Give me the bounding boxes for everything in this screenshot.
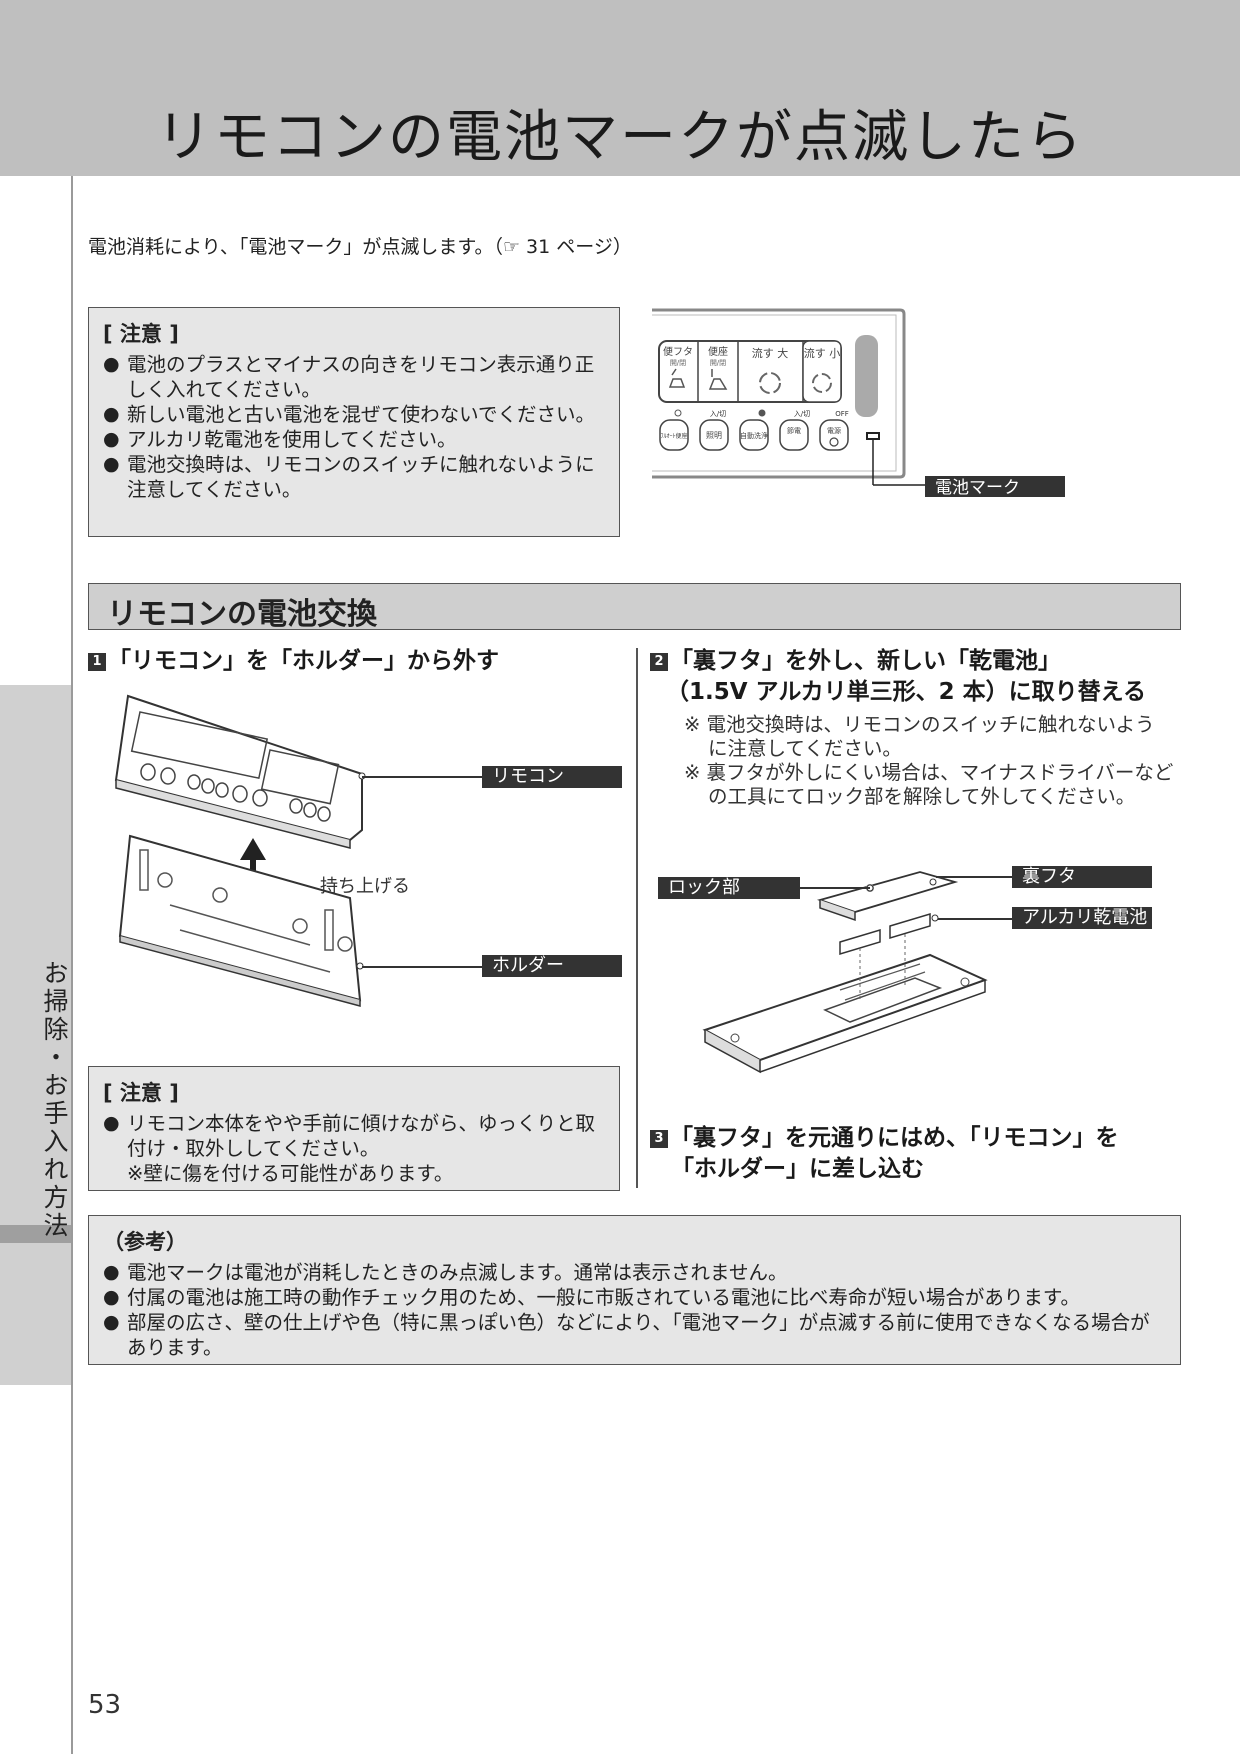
intro-text: 電池消耗により、「電池マーク」が点滅します。（☞ 31 ページ） xyxy=(88,236,632,258)
small-label: OFF xyxy=(835,410,849,418)
label-cover: 裏フタ xyxy=(1012,866,1152,888)
reference-item: 部屋の広さ、壁の仕上げや色（特に黒っぽい色）などにより、「電池マーク」が点滅する… xyxy=(103,1310,1166,1360)
side-tab xyxy=(0,685,71,1385)
caution-item: 電池のプラスとマイナスの向きをリモコン表示通り正しく入れてください。 xyxy=(103,352,605,402)
button-label: 照明 xyxy=(706,431,722,440)
step-1-heading: 1「リモコン」を「ホルダー」から外す xyxy=(88,646,499,677)
step-2-note: ※ 裏フタが外しにくい場合は、マイナスドライバーなどの工具にてロック部を解除して… xyxy=(684,761,1174,808)
leader-line xyxy=(800,887,870,889)
page-number: 53 xyxy=(88,1690,122,1720)
power-icon xyxy=(829,437,839,447)
step-2-line-2: （1.5V アルカリ単三形、2 本）に取り替える xyxy=(666,679,1146,705)
remote-control-panel-illustration: 便フタ 開/閉 便座 開/閉 流す 大 流す 小 入/切 入/切 OFF ﾌﾙｵ… xyxy=(652,308,1065,498)
margin-rule xyxy=(71,176,73,1754)
reference-item: 電池マークは電池が消耗したときのみ点滅します。通常は表示されません。 xyxy=(103,1260,1166,1285)
caution-title: [ 注意 ] xyxy=(103,1081,179,1105)
label-battery: アルカリ乾電池 xyxy=(1012,907,1152,929)
leader-line xyxy=(362,776,482,778)
label-holder: ホルダー xyxy=(482,955,622,977)
reference-title: （参考） xyxy=(103,1230,187,1254)
battery-replacement-illustration xyxy=(702,871,988,1074)
button-sublabel: 開/閉 xyxy=(710,359,726,367)
label-lock: ロック部 xyxy=(658,877,800,899)
reference-box: （参考） 電池マークは電池が消耗したときのみ点滅します。通常は表示されません。 … xyxy=(88,1215,1181,1365)
leader-line xyxy=(938,918,1012,920)
button-label: ﾌﾙｵｰﾄ便座 xyxy=(660,432,687,440)
step-2-heading: 2「裏フタ」を外し、新しい「乾電池」 （1.5V アルカリ単三形、2 本）に取り… xyxy=(650,646,1146,708)
label-lift: 持ち上げる xyxy=(320,876,410,897)
button-label: 流す 大 xyxy=(752,346,789,360)
small-label: 入/切 xyxy=(710,410,726,418)
step-3-heading: 3「裏フタ」を元通りにはめ、「リモコン」を 「ホルダー」に差し込む xyxy=(650,1123,1119,1185)
button-label: 流す 小 xyxy=(804,346,841,360)
caution-title: [ 注意 ] xyxy=(103,322,179,346)
button-sublabel: 開/閉 xyxy=(670,359,686,367)
caution-box: [ 注意 ] リモコン本体をやや手前に傾けながら、ゆっくりと取付け・取外ししてく… xyxy=(88,1066,620,1191)
label-remote: リモコン xyxy=(482,766,622,788)
step-3-line-2: 「ホルダー」に差し込む xyxy=(671,1156,924,1182)
column-divider xyxy=(636,648,638,1188)
step-number: 3 xyxy=(650,1130,668,1148)
step-3-line-1: 「裏フタ」を元通りにはめ、「リモコン」を xyxy=(670,1125,1119,1151)
caution-item: 電池交換時は、リモコンのスイッチに触れないように注意してください。 xyxy=(103,452,605,502)
step-number: 1 xyxy=(88,653,106,671)
step-2-line-1: 「裏フタ」を外し、新しい「乾電池」 xyxy=(670,648,1061,674)
battery-mark-label: 電池マーク xyxy=(935,478,1020,498)
caution-item: アルカリ乾電池を使用してください。 xyxy=(103,427,605,452)
step-2-notes: ※ 電池交換時は、リモコンのスイッチに触れないように注意してください。 ※ 裏フ… xyxy=(684,713,1174,809)
swirl-icon xyxy=(812,373,832,393)
remote-holder-illustration xyxy=(114,694,366,1007)
button-label: 自動洗浄 xyxy=(740,431,768,440)
step-1-text: 「リモコン」を「ホルダー」から外す xyxy=(108,648,499,674)
button-label: 電源 xyxy=(827,426,841,435)
reference-item: 付属の電池は施工時の動作チェック用のため、一般に市販されている電池に比べ寿命が短… xyxy=(103,1285,1166,1310)
caution-box: [ 注意 ] 電池のプラスとマイナスの向きをリモコン表示通り正しく入れてください… xyxy=(88,307,620,537)
caution-item: 新しい電池と古い電池を混ぜて使わないでください。 xyxy=(103,402,605,427)
button-label: 便座 xyxy=(708,345,728,358)
page-header: リモコンの電池マークが点滅したら xyxy=(0,0,1240,176)
section-title: リモコンの電池交換 xyxy=(107,597,377,632)
button-label: 節電 xyxy=(787,426,801,435)
leader-line xyxy=(362,966,482,968)
caution-subnote: ※壁に傷を付ける可能性があります。 xyxy=(127,1162,454,1185)
small-label: 入/切 xyxy=(794,410,810,418)
step-number: 2 xyxy=(650,653,668,671)
leader-line xyxy=(936,876,1012,878)
swirl-icon xyxy=(759,372,781,394)
section-header: リモコンの電池交換 xyxy=(88,583,1181,632)
page-title: リモコンの電池マークが点滅したら xyxy=(156,105,1084,170)
step-2-note: ※ 電池交換時は、リモコンのスイッチに触れないように注意してください。 xyxy=(684,713,1155,760)
caution-item: リモコン本体をやや手前に傾けながら、ゆっくりと取付け・取外ししてください。 xyxy=(103,1111,605,1161)
button-label: 便フタ xyxy=(663,345,693,358)
side-tab-label: お掃除・お手入れ方法 xyxy=(40,960,69,1240)
